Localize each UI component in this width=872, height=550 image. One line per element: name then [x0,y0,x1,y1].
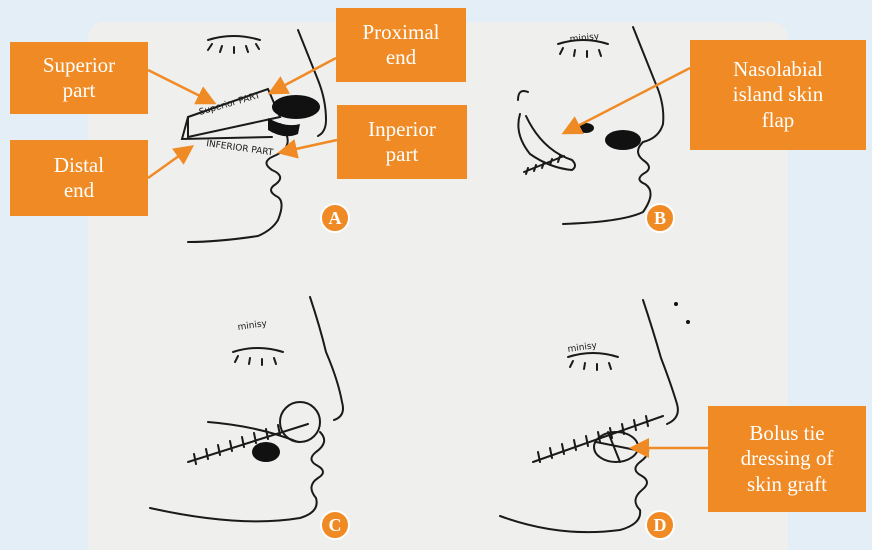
label-bolus-tie: Bolus tie dressing of skin graft [708,406,866,512]
svg-text:minisy: minisy [237,319,268,333]
sketch-drawings: Superior PART INFERIOR PART minisy minis… [88,22,788,550]
label-proximal-end: Proximal end [336,8,466,82]
panel-d-face [500,300,678,532]
panel-label-c: C [320,510,350,540]
panel-label-a: A [320,203,350,233]
sketch-paper: Superior PART INFERIOR PART minisy minis… [88,22,788,550]
sketch-inferior-text: INFERIOR PART [206,139,275,158]
panel-a-face [182,30,326,242]
svg-text:minisy: minisy [569,32,600,45]
label-distal-end: Distal end [10,140,148,216]
label-superior-part: Superior part [10,42,148,114]
panel-label-d: D [645,510,675,540]
panel-label-b: B [645,203,675,233]
panel-a-nostril [272,95,320,119]
label-inperior-part: Inperior part [337,105,467,179]
sketch-superior-text: Superior PART [198,91,262,118]
label-nasolabial-flap: Nasolabial island skin flap [690,40,866,150]
